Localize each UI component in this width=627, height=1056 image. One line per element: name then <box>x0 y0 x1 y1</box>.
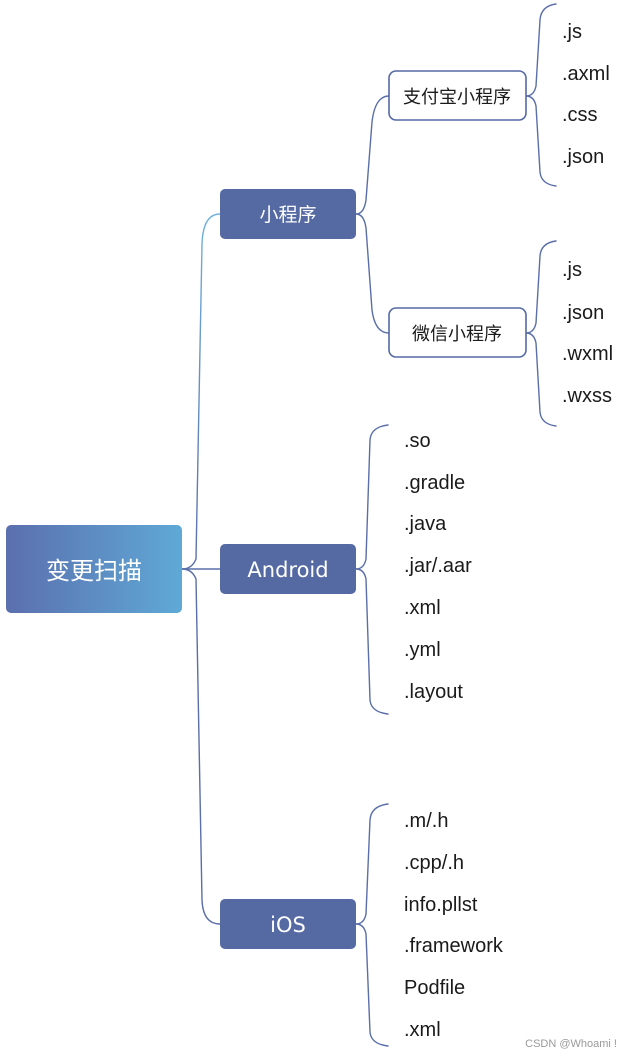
leaf-item: .framework <box>404 935 504 957</box>
leaf-item: .jar/.aar <box>404 555 472 577</box>
branch-label-mini-program: 小程序 <box>259 204 316 226</box>
leaf-item: .axml <box>562 63 610 85</box>
brace-wechat <box>525 240 557 334</box>
sub-node-wechat[interactable]: 微信小程序 <box>388 307 527 358</box>
leaf-item: Podfile <box>404 977 465 999</box>
leaf-item: .wxml <box>562 343 613 365</box>
branch-label-android: Android <box>247 558 328 582</box>
leaf-item: .so <box>404 430 431 452</box>
connector-root-ios <box>181 568 221 925</box>
leaf-item: .cpp/.h <box>404 852 464 874</box>
leaf-item: .js <box>562 21 582 43</box>
brace-android <box>355 424 389 570</box>
connector-mini-wechat <box>355 213 390 334</box>
brace-alipay <box>525 3 557 97</box>
brace-ios <box>355 803 389 925</box>
brace-ios-lower <box>355 923 389 1047</box>
brace-wechat-lower <box>525 332 557 427</box>
leaf-item: info.pllst <box>404 894 478 916</box>
leaf-item: .wxss <box>562 385 612 407</box>
leaf-item: .js <box>562 259 582 281</box>
leaf-item: .xml <box>404 597 441 619</box>
leaf-item: .m/.h <box>404 810 448 832</box>
watermark: CSDN @Whoami ! <box>525 1038 617 1050</box>
branch-label-ios: iOS <box>270 913 306 937</box>
leaf-item: .yml <box>404 639 441 661</box>
connector-mini-alipay <box>355 95 390 215</box>
brace-alipay-lower <box>525 95 557 187</box>
leaf-list-ios: .m/.h .cpp/.h info.pllst .framework Podf… <box>404 810 504 1041</box>
leaf-list-alipay: .js .axml .css .json <box>562 21 610 168</box>
sub-label-wechat: 微信小程序 <box>412 324 502 345</box>
branch-node-mini-program[interactable]: 小程序 <box>220 189 356 239</box>
branch-node-android[interactable]: Android <box>220 544 356 594</box>
leaf-item: .json <box>562 302 604 324</box>
connector-root-mini <box>181 213 221 570</box>
leaf-list-android: .so .gradle .java .jar/.aar .xml .yml .l… <box>404 430 472 703</box>
branch-node-ios[interactable]: iOS <box>220 899 356 949</box>
leaf-item: .java <box>404 513 447 535</box>
leaf-item: .css <box>562 104 598 126</box>
leaf-list-wechat: .js .json .wxml .wxss <box>562 259 613 407</box>
sub-node-alipay[interactable]: 支付宝小程序 <box>388 70 527 121</box>
leaf-item: .layout <box>404 681 463 703</box>
leaf-item: .gradle <box>404 472 465 494</box>
brace-android-lower <box>355 568 389 715</box>
connector-lines <box>181 3 557 1047</box>
sub-label-alipay: 支付宝小程序 <box>403 87 511 108</box>
root-label: 变更扫描 <box>46 557 142 585</box>
leaf-item: .xml <box>404 1019 441 1041</box>
leaf-item: .json <box>562 146 604 168</box>
root-node[interactable]: 变更扫描 <box>6 525 182 613</box>
